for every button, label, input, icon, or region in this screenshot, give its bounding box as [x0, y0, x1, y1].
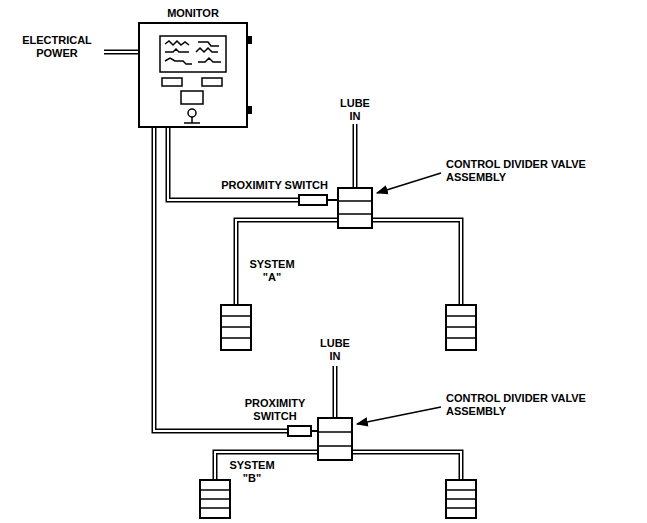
- node-heading: PROXIMITY SWITCH: [221, 179, 328, 192]
- lube-line: [355, 124, 356, 189]
- divider-block: [446, 305, 476, 350]
- outlet-tube: [372, 220, 461, 305]
- knob-base: [184, 117, 200, 123]
- proximity-switch: PROXIMITY SWITCH: [298, 194, 328, 206]
- leader-arrow: [377, 173, 441, 193]
- part-label: LUBE IN: [335, 97, 375, 123]
- part-label: SYSTEM "A": [242, 258, 302, 284]
- proximity-switch: PROXIMITY SWITCH: [287, 425, 312, 437]
- divider-valve: [318, 418, 352, 460]
- switch-mount: [328, 199, 338, 201]
- outlet-tube: [236, 220, 338, 305]
- divider-block: [446, 480, 476, 518]
- power-cable: [104, 52, 139, 53]
- monitor-button: [202, 78, 222, 86]
- monitor-box: MONITOR: [138, 22, 248, 128]
- divider-block: [221, 305, 251, 350]
- monitor-knob: [188, 109, 196, 117]
- monitor-latch: [248, 106, 252, 114]
- part-label: LUBE IN: [315, 337, 355, 363]
- part-label: CONTROL DIVIDER VALVE ASSEMBLY: [446, 158, 596, 184]
- part-label: SYSTEM "B": [222, 459, 282, 485]
- screen-graphics: [165, 41, 221, 64]
- leader-arrow: [357, 407, 441, 424]
- node-heading: PROXIMITY SWITCH: [239, 397, 311, 423]
- divider-block: [200, 480, 230, 518]
- part-label: ELECTRICAL POWER: [12, 34, 102, 60]
- monitor-button: [162, 78, 182, 86]
- lube-line: [335, 366, 336, 419]
- part-label: CONTROL DIVIDER VALVE ASSEMBLY: [446, 392, 596, 418]
- divider-valve: [338, 188, 372, 228]
- monitor-display: [181, 91, 203, 104]
- monitor-latch: [248, 36, 252, 44]
- monitor-screen: [160, 36, 226, 72]
- node-heading: MONITOR: [140, 7, 246, 20]
- outlet-tube: [352, 452, 461, 480]
